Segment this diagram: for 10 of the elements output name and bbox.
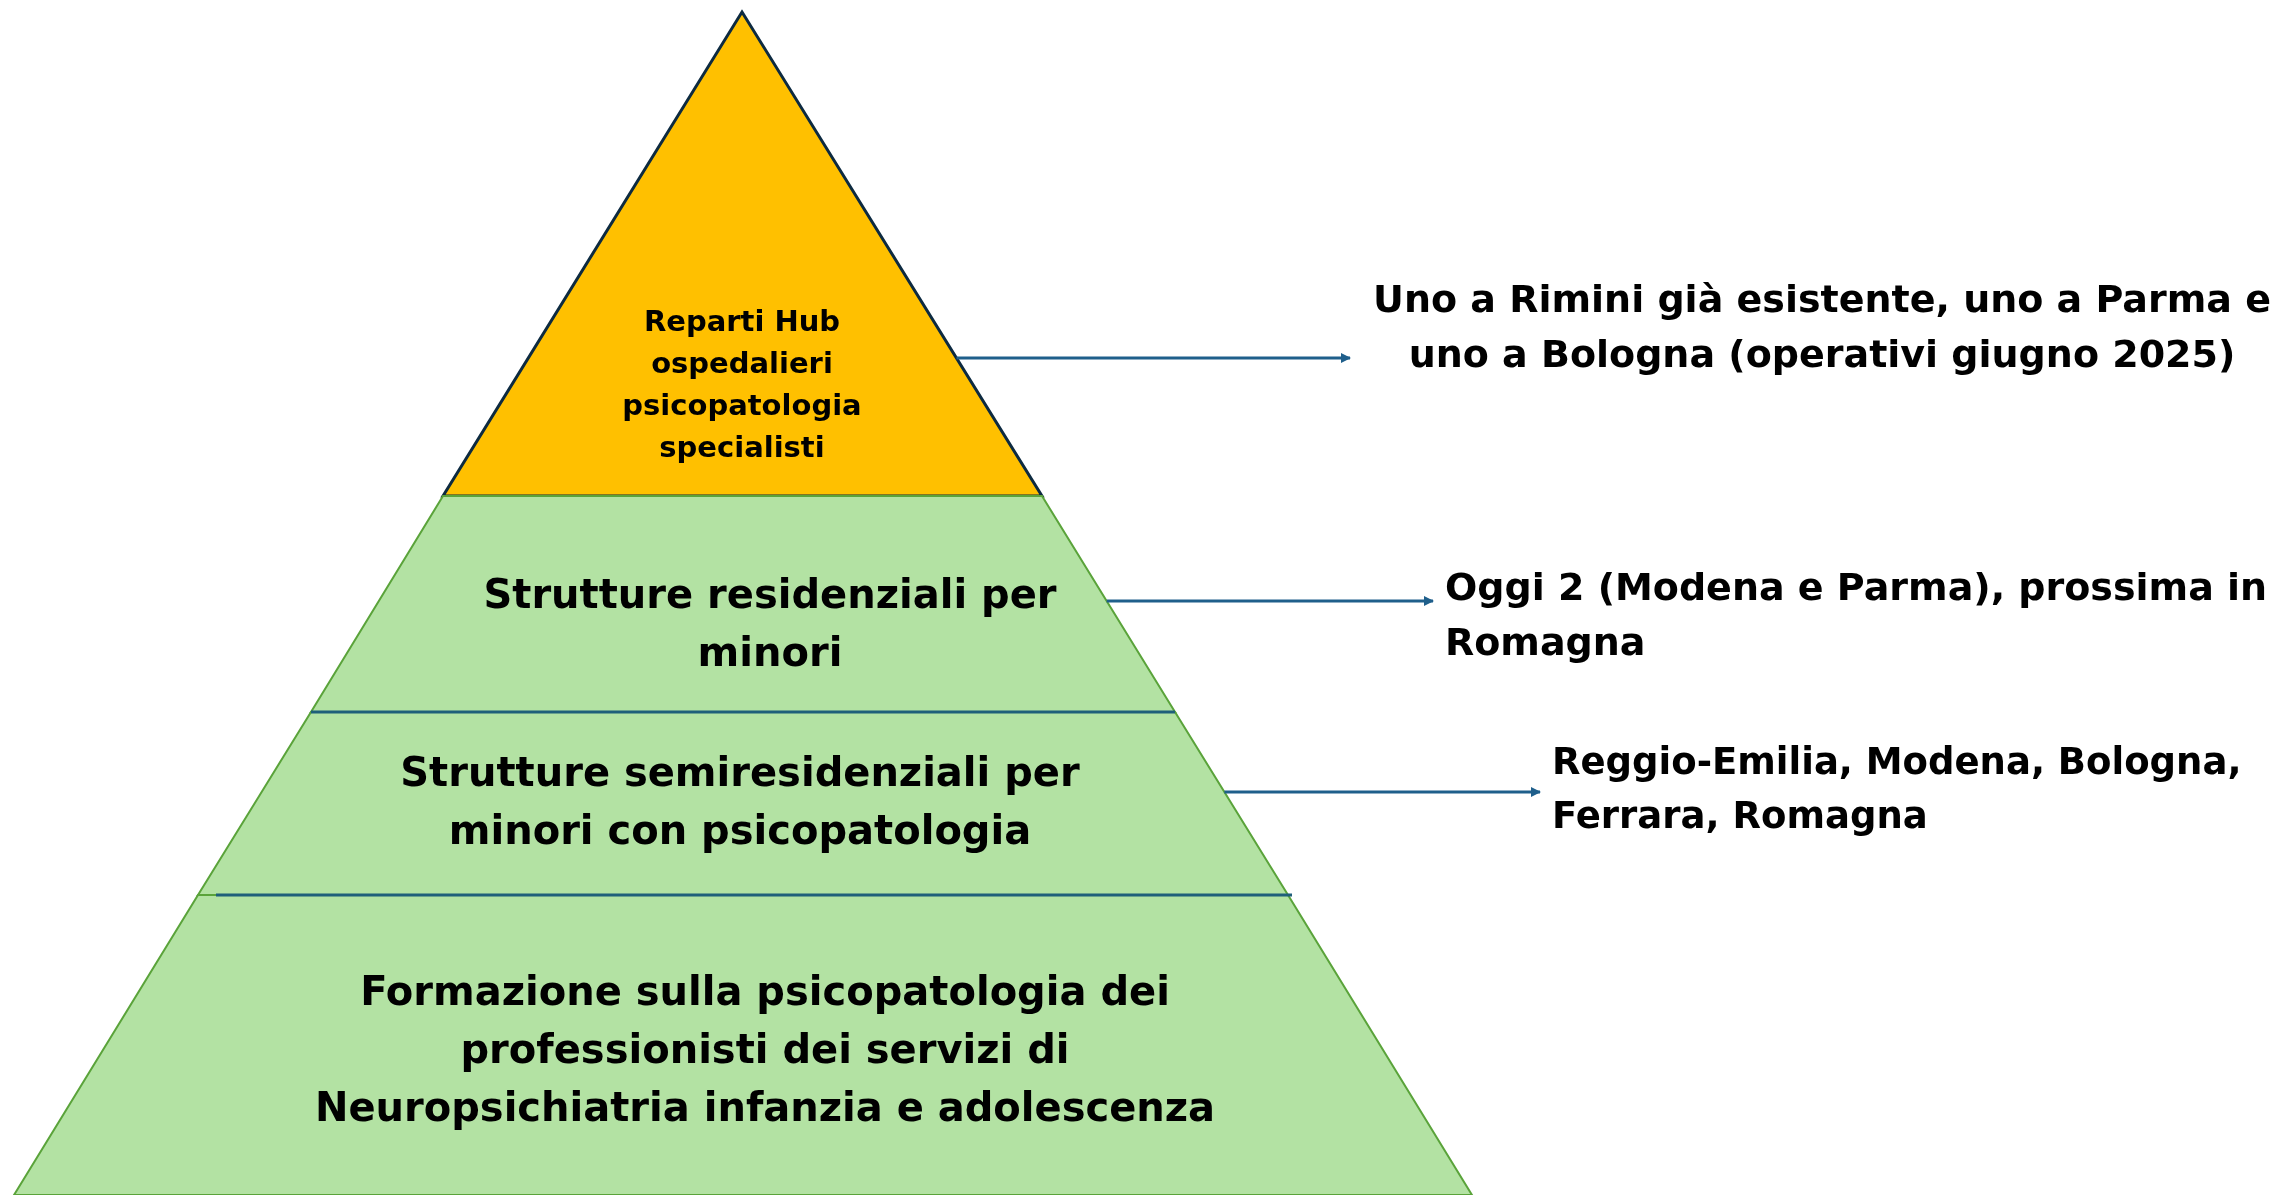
note-text: Oggi 2 (Modena e Parma), prossima in Romagna (1445, 564, 2269, 667)
note-text: Reggio-Emilia, Modena, Bologna, Ferrara, Romagna (1552, 739, 2243, 839)
tier-label: Strutture residenziali per minori (482, 570, 1058, 677)
arrow (1106, 596, 1434, 606)
arrow (1224, 787, 1541, 797)
note-text: Uno a Rimini già esistente, uno a Parma e uno a Bologna (operativi giugno 2025) (1372, 276, 2272, 379)
tier-label: Reparti Hub ospedalieri psicopatologia specialisti (621, 303, 863, 467)
tier-label: Strutture semiresidenziali per minori con psicopatologia (399, 748, 1081, 855)
arrow (956, 353, 1351, 363)
tier-label: Formazione sulla psicopatologia dei professionisti dei servizi di Neuropsichiatria infanzia e adolescenza (313, 967, 1217, 1132)
